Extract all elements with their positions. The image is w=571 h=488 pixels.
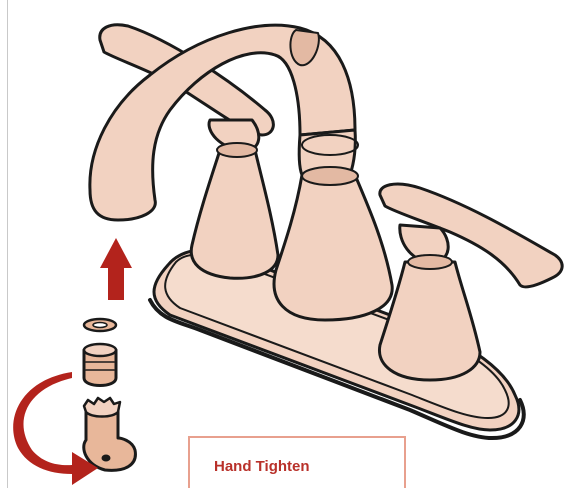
aerator — [84, 344, 116, 386]
hand-tighten-callout: Hand Tighten — [188, 436, 406, 488]
upward-install-arrow — [100, 238, 132, 300]
washer — [84, 319, 116, 331]
aerator-key — [84, 398, 136, 470]
callout-text: Hand Tighten — [214, 458, 310, 475]
right-handle — [379, 184, 562, 380]
